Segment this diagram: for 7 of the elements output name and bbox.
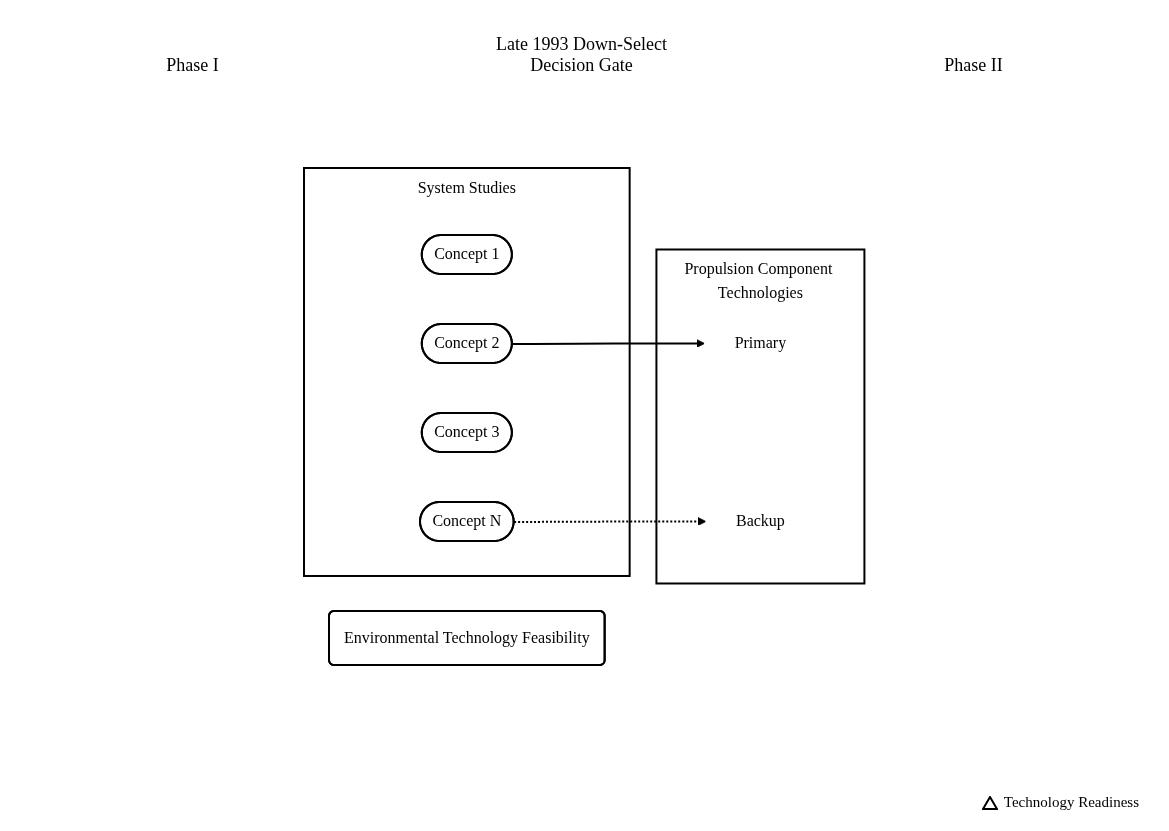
node-text: Backup bbox=[736, 511, 786, 529]
phase-label: Phase I bbox=[166, 55, 219, 76]
node-text: Primary bbox=[734, 333, 787, 351]
phase-label: Late 1993 Down-Select Decision Gate bbox=[495, 34, 668, 76]
legend-text: Technology Readiness bbox=[1003, 794, 1139, 811]
arrow bbox=[513, 516, 707, 526]
phase-label: Phase II bbox=[944, 55, 1003, 76]
